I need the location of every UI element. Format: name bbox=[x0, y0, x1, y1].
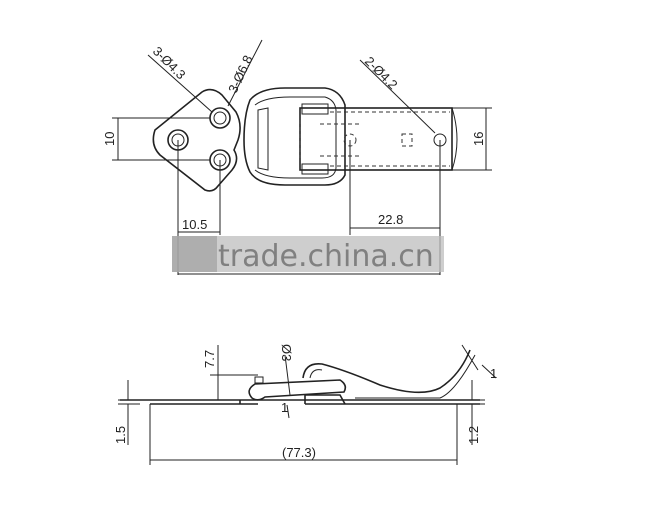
watermark-text: trade.china.cn bbox=[218, 239, 434, 274]
lever-underside bbox=[355, 354, 476, 399]
dim-pin-diameter: Ø3 bbox=[279, 344, 294, 361]
hole-top-inner bbox=[213, 111, 227, 125]
base-plate-outline bbox=[152, 88, 241, 192]
side-dim-lines bbox=[118, 344, 497, 465]
dim-7-7: 7.7 bbox=[202, 350, 217, 368]
hidden-lines bbox=[299, 111, 450, 167]
dim-overall-length: (77.3) bbox=[282, 445, 316, 460]
top-view: 3-Ø4.3 3-Ø6.8 2-Ø4.2 10 16 10.5 22.8 tra… bbox=[102, 39, 492, 275]
lever-pivot bbox=[309, 369, 323, 379]
dim-1-5: 1.5 bbox=[113, 426, 128, 444]
hinge-tab-top bbox=[301, 103, 329, 115]
pin-head bbox=[254, 376, 264, 384]
watermark-band bbox=[172, 236, 444, 272]
side-view: 7.7 Ø3 1 1 1.5 1.2 (77.3) bbox=[113, 344, 497, 465]
dim-lines-vertical bbox=[112, 107, 492, 171]
dim-16: 16 bbox=[471, 132, 486, 146]
dim-10-5: 10.5 bbox=[182, 217, 207, 232]
lever bbox=[302, 349, 471, 394]
dim-10: 10 bbox=[102, 132, 117, 146]
hinge-slot bbox=[257, 107, 269, 171]
latch-link bbox=[248, 379, 347, 401]
base-steps bbox=[239, 394, 346, 405]
strap-end bbox=[451, 107, 458, 171]
base-line bbox=[120, 399, 480, 405]
dim-22-8: 22.8 bbox=[378, 212, 403, 227]
dim-1-2: 1.2 bbox=[466, 426, 481, 444]
dim-lines-horizontal bbox=[177, 140, 441, 275]
hole-top bbox=[209, 107, 231, 129]
dim-pin-thickness: 1 bbox=[281, 400, 288, 415]
watermark-logo bbox=[172, 236, 217, 272]
leader-large-holes bbox=[227, 39, 263, 107]
hinge-tab-bottom bbox=[301, 163, 329, 175]
leader-small-holes bbox=[147, 54, 213, 113]
dim-lever-thickness: 1 bbox=[490, 366, 497, 381]
hinge-loop bbox=[243, 87, 346, 186]
hinge-loop-inner bbox=[254, 96, 337, 179]
callout-small-holes: 3-Ø4.3 bbox=[150, 44, 189, 83]
callout-strap-holes: 2-Ø4.2 bbox=[362, 54, 401, 93]
strap bbox=[299, 107, 453, 171]
callout-large-holes: 3-Ø6.8 bbox=[225, 53, 255, 95]
leader-strap-holes bbox=[359, 59, 436, 134]
strap-slot bbox=[401, 133, 413, 147]
